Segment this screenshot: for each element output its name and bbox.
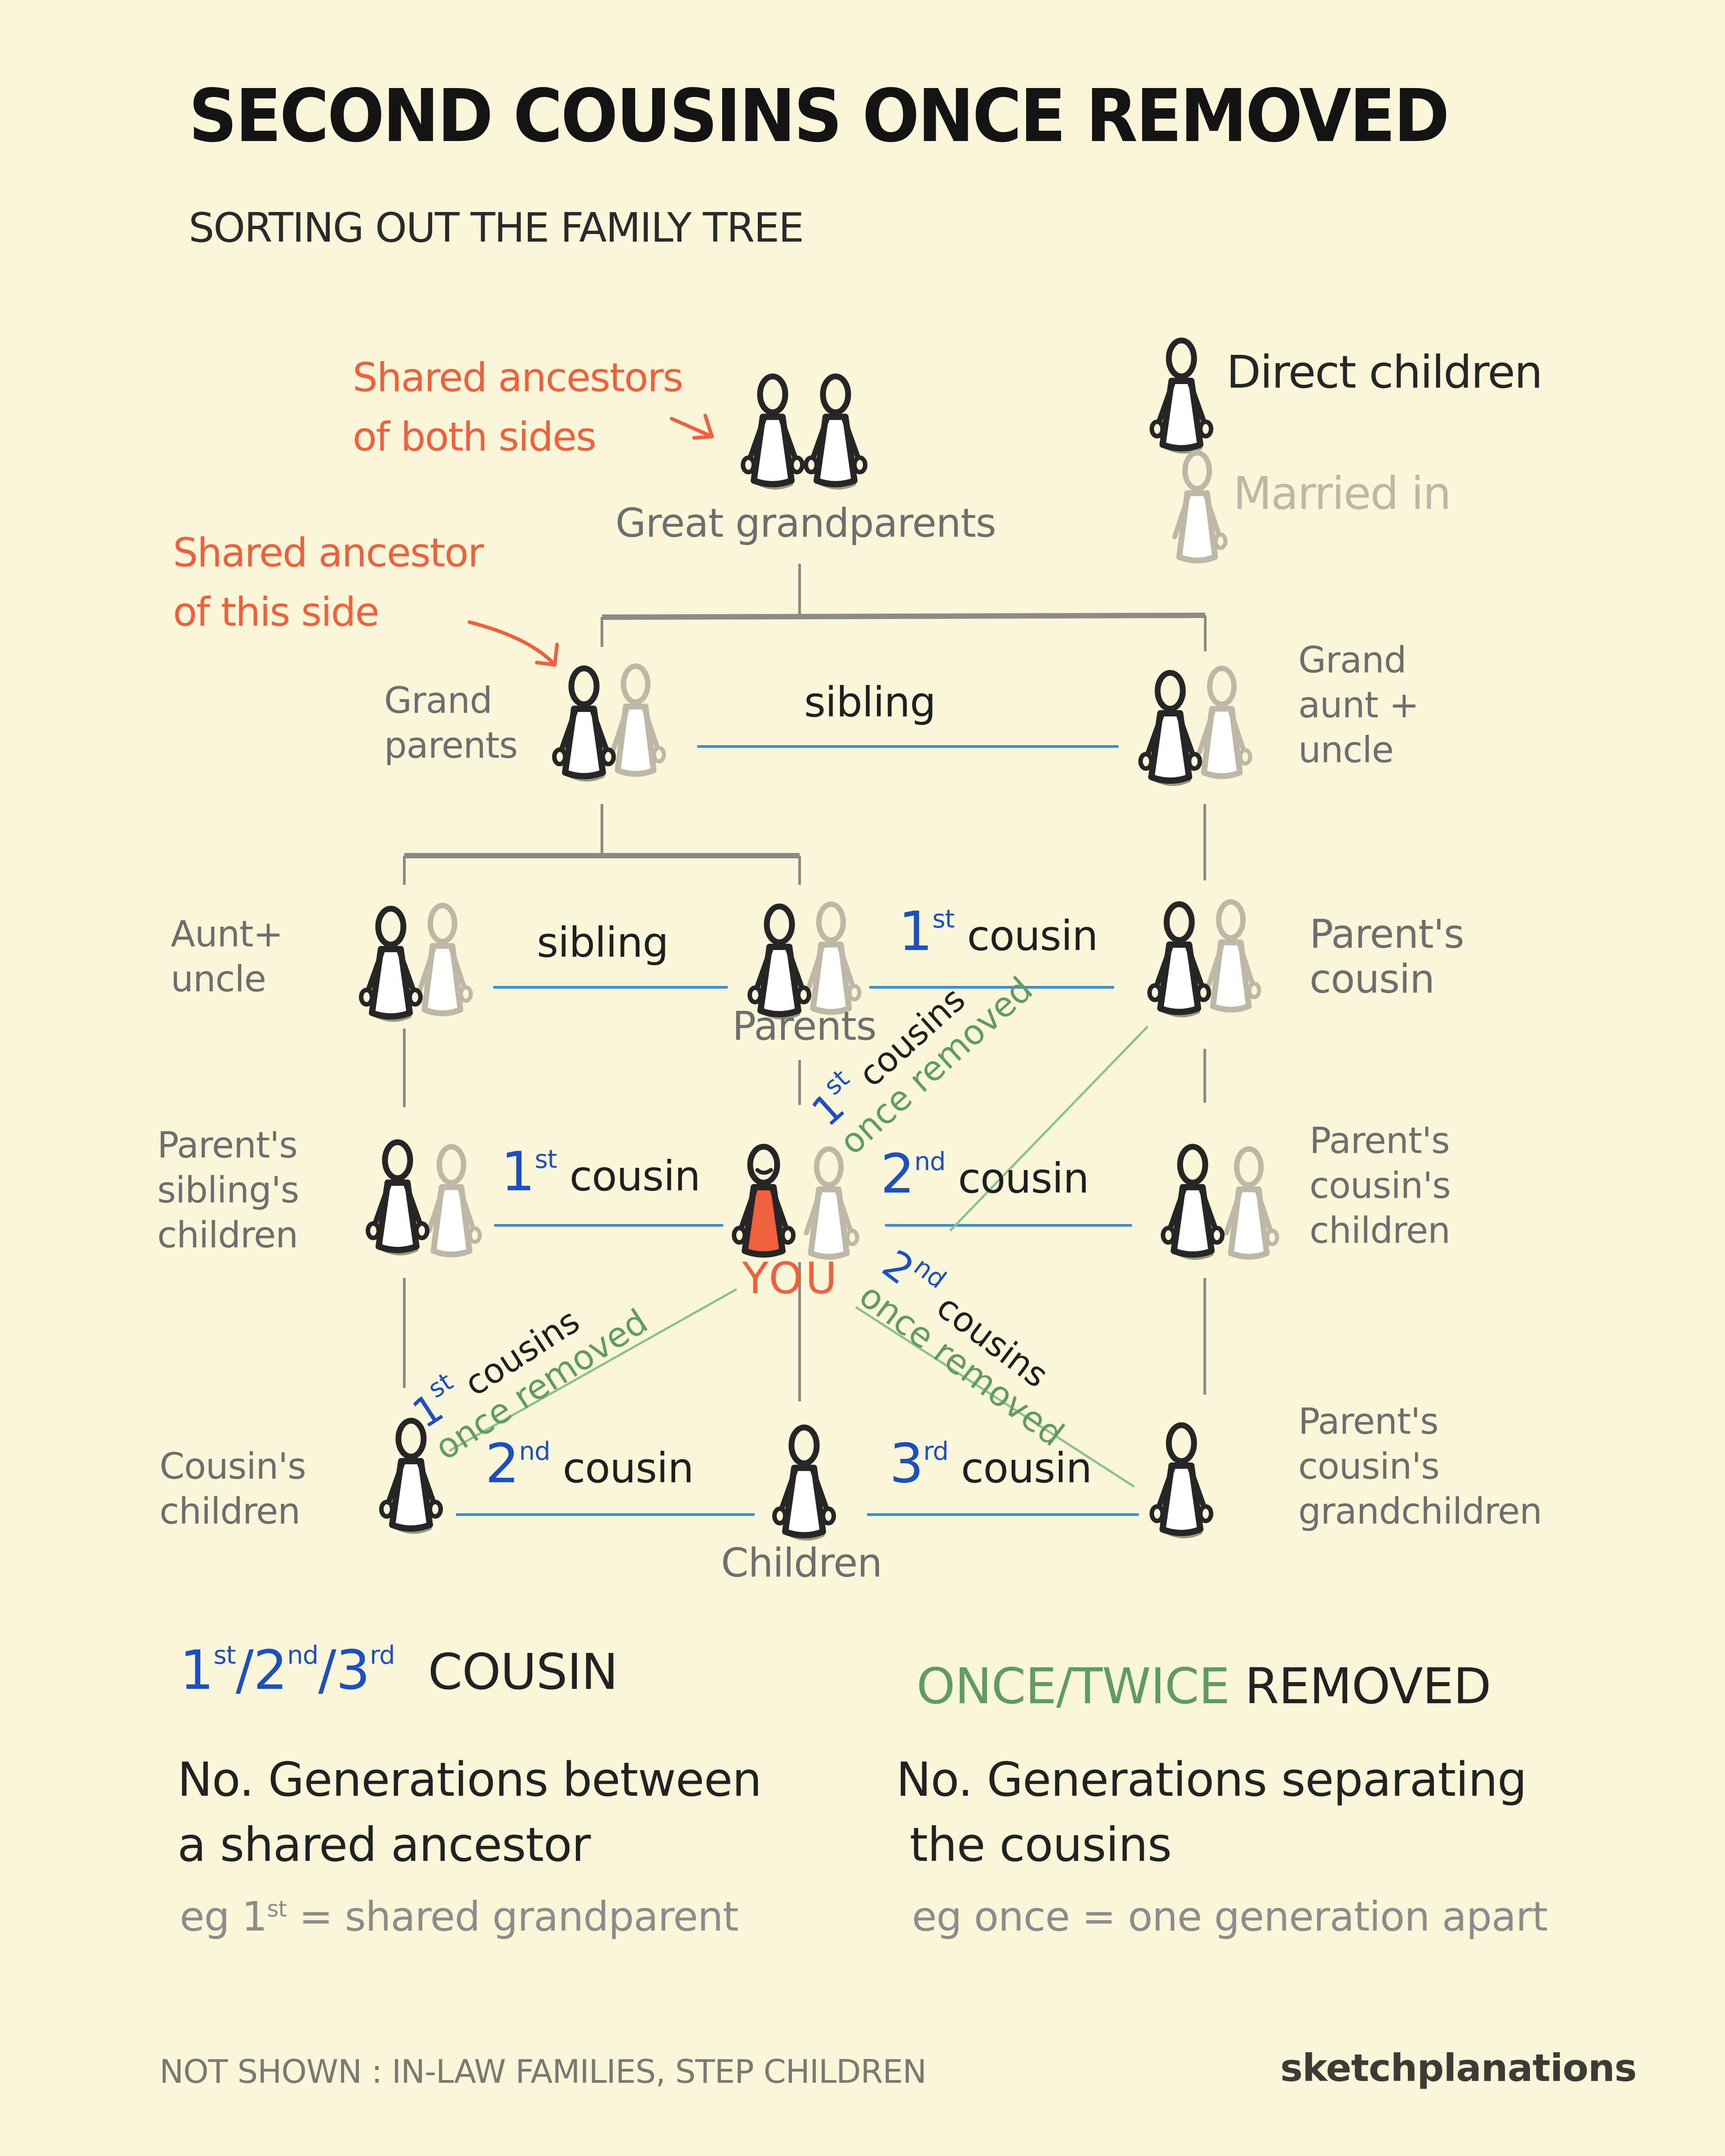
brand-logo[interactable]: sketchplanations — [1280, 2046, 1637, 2090]
explain-left-heading: 1st/2nd/3rd COUSIN — [180, 1639, 618, 1702]
label-parents-cousins-children: Parent's cousin's children — [1309, 1120, 1451, 1251]
explain-left-body: No. Generations between a shared ancesto… — [177, 1752, 762, 1872]
relation-sibling-top: sibling — [804, 678, 936, 726]
label-children: Children — [721, 1540, 882, 1586]
explain-right-example: eg once = one generation apart — [912, 1893, 1548, 1940]
annotation-shared-this: Shared ancestor of this side — [173, 530, 484, 635]
label-grandparents: Grand parents — [384, 680, 518, 766]
relation-sibling-mid: sibling — [537, 919, 669, 967]
label-you: YOU — [742, 1253, 840, 1303]
relation-second-cousin-you: 2nd cousin — [880, 1143, 1089, 1206]
legend-direct-children: Direct children — [1226, 346, 1543, 398]
relation-second-cousin-children: 2nd cousin — [485, 1433, 694, 1495]
label-great-grandparents: Great grandparents — [615, 500, 996, 546]
explain-left-example: eg 1st = shared grandparent — [180, 1893, 739, 1940]
label-aunt-uncle: Aunt+ uncle — [171, 913, 283, 1000]
relation-lines — [456, 745, 1139, 1516]
relation-first-cousin-parents: 1st cousin — [898, 901, 1098, 963]
label-parents-siblings-children: Parent's sibling's children — [157, 1124, 299, 1256]
legend-married-in: Married in — [1233, 467, 1451, 520]
label-parents-cousin: Parent's cousin — [1309, 911, 1464, 1002]
removed-lines — [448, 1025, 1149, 1488]
explain-right-body: No. Generations separating the cousins — [896, 1752, 1527, 1872]
tree-lines — [403, 564, 1207, 1401]
relation-first-cousin-you: 1st cousin — [501, 1141, 701, 1203]
label-parents-cousins-grandchildren: Parent's cousin's grandchildren — [1298, 1401, 1542, 1532]
page-subtitle: SORTING OUT THE FAMILY TREE — [189, 204, 804, 252]
label-grand-aunt-uncle: Grand aunt + uncle — [1298, 639, 1419, 771]
explain-right-heading: ONCE/TWICE REMOVED — [916, 1657, 1491, 1715]
relation-third-cousin-children: 3rd cousin — [889, 1433, 1092, 1495]
page-title: SECOND COUSINS ONCE REMOVED — [189, 74, 1450, 159]
label-parents: Parents — [732, 1003, 877, 1049]
label-cousins-children: Cousin's children — [159, 1445, 306, 1532]
annotation-arrows — [468, 414, 714, 667]
annotation-shared-both: Shared ancestors of both sides — [353, 354, 683, 460]
footer-note: NOT SHOWN : IN-LAW FAMILIES, STEP CHILDR… — [159, 2053, 927, 2090]
